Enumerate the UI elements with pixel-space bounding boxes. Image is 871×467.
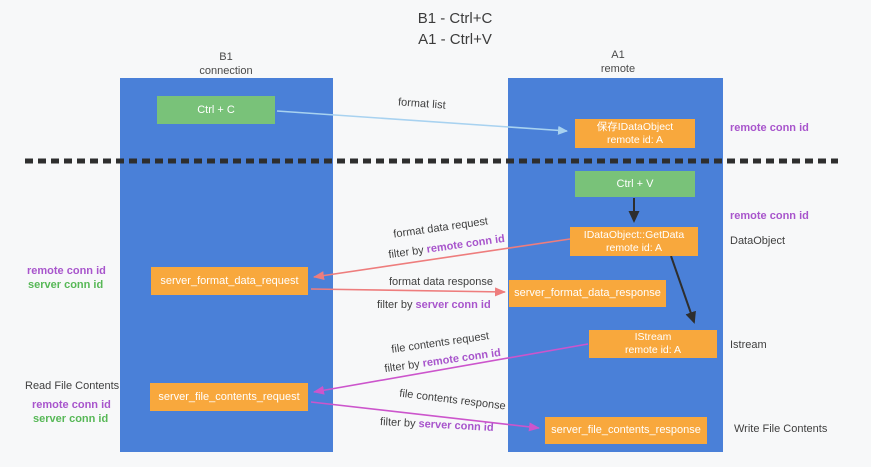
format-data-response-arrow xyxy=(310,287,506,297)
node-getdata: IDataObject::GetData remote id: A xyxy=(570,227,698,256)
node-server-file-contents-response: server_file_contents_response xyxy=(545,417,707,444)
node-ctrl-v-label: Ctrl + V xyxy=(616,177,654,190)
lane-header-right: A1 remote xyxy=(538,48,698,76)
title-line-1: B1 - Ctrl+C xyxy=(417,10,493,27)
right-istream-label: Istream xyxy=(730,339,767,351)
label-file-contents-response: file contents response xyxy=(398,387,507,413)
left-remote-conn-id-2: remote conn id xyxy=(32,399,111,411)
server-conn-id-text: server conn id xyxy=(415,299,491,311)
filter-by-text: filter by xyxy=(379,416,416,430)
lane-header-left: B1 connection xyxy=(146,50,306,78)
left-read-file-contents: Read File Contents xyxy=(25,380,120,392)
node-istream: IStream remote id: A xyxy=(589,330,717,358)
node-server-format-data-request: server_format_data_request xyxy=(151,267,308,295)
node-ctrl-c: Ctrl + C xyxy=(157,96,275,124)
lane-left-title: B1 xyxy=(219,51,233,63)
lane-left-subtitle: connection xyxy=(199,65,253,77)
remote-conn-id-text: remote conn id xyxy=(421,346,502,370)
node-istream-line1: IStream xyxy=(634,331,672,343)
node-save-dataobject-line2: remote id: A xyxy=(606,133,664,146)
node-save-dataobject-line1: 保存IDataObject xyxy=(596,120,674,133)
left-server-conn-id-1: server conn id xyxy=(28,279,104,291)
right-write-file-contents: Write File Contents xyxy=(734,423,828,435)
node-server-file-contents-response-label: server_file_contents_response xyxy=(551,424,701,436)
label-format-data-response: format data response xyxy=(389,276,493,288)
node-istream-line2: remote id: A xyxy=(624,344,682,356)
right-remote-conn-id-1: remote conn id xyxy=(730,122,809,134)
label-format-list: format list xyxy=(397,96,447,112)
node-ctrl-v: Ctrl + V xyxy=(575,171,695,197)
node-getdata-line2: remote id: A xyxy=(605,241,663,254)
left-remote-conn-id-1: remote conn id xyxy=(27,265,106,277)
lane-right-subtitle: remote xyxy=(600,63,636,75)
filter-by-text: filter by xyxy=(377,299,413,311)
remote-conn-id-text: remote conn id xyxy=(425,232,506,256)
node-server-format-data-response: server_format_data_response xyxy=(509,280,666,307)
node-server-format-data-request-label: server_format_data_request xyxy=(160,274,299,287)
filter-by-text: filter by xyxy=(387,244,425,262)
right-dataobject-label: DataObject xyxy=(730,235,786,247)
node-getdata-line1: IDataObject::GetData xyxy=(583,228,685,241)
node-server-format-data-response-label: server_format_data_response xyxy=(514,287,661,299)
diagram-title: B1 - Ctrl+C A1 - Ctrl+V xyxy=(300,8,610,50)
title-line-2: A1 - Ctrl+V xyxy=(418,31,492,48)
node-save-dataobject: 保存IDataObject remote id: A xyxy=(575,119,695,148)
node-server-file-contents-request: server_file_contents_request xyxy=(150,383,308,411)
lane-right-title: A1 xyxy=(611,49,625,61)
server-conn-id-text: server conn id xyxy=(418,418,494,434)
right-remote-conn-id-2: remote conn id xyxy=(730,210,809,222)
node-server-file-contents-request-label: server_file_contents_request xyxy=(158,390,300,403)
left-server-conn-id-2: server conn id xyxy=(33,413,109,425)
node-ctrl-c-label: Ctrl + C xyxy=(197,103,235,116)
filter-by-text: filter by xyxy=(383,358,421,376)
